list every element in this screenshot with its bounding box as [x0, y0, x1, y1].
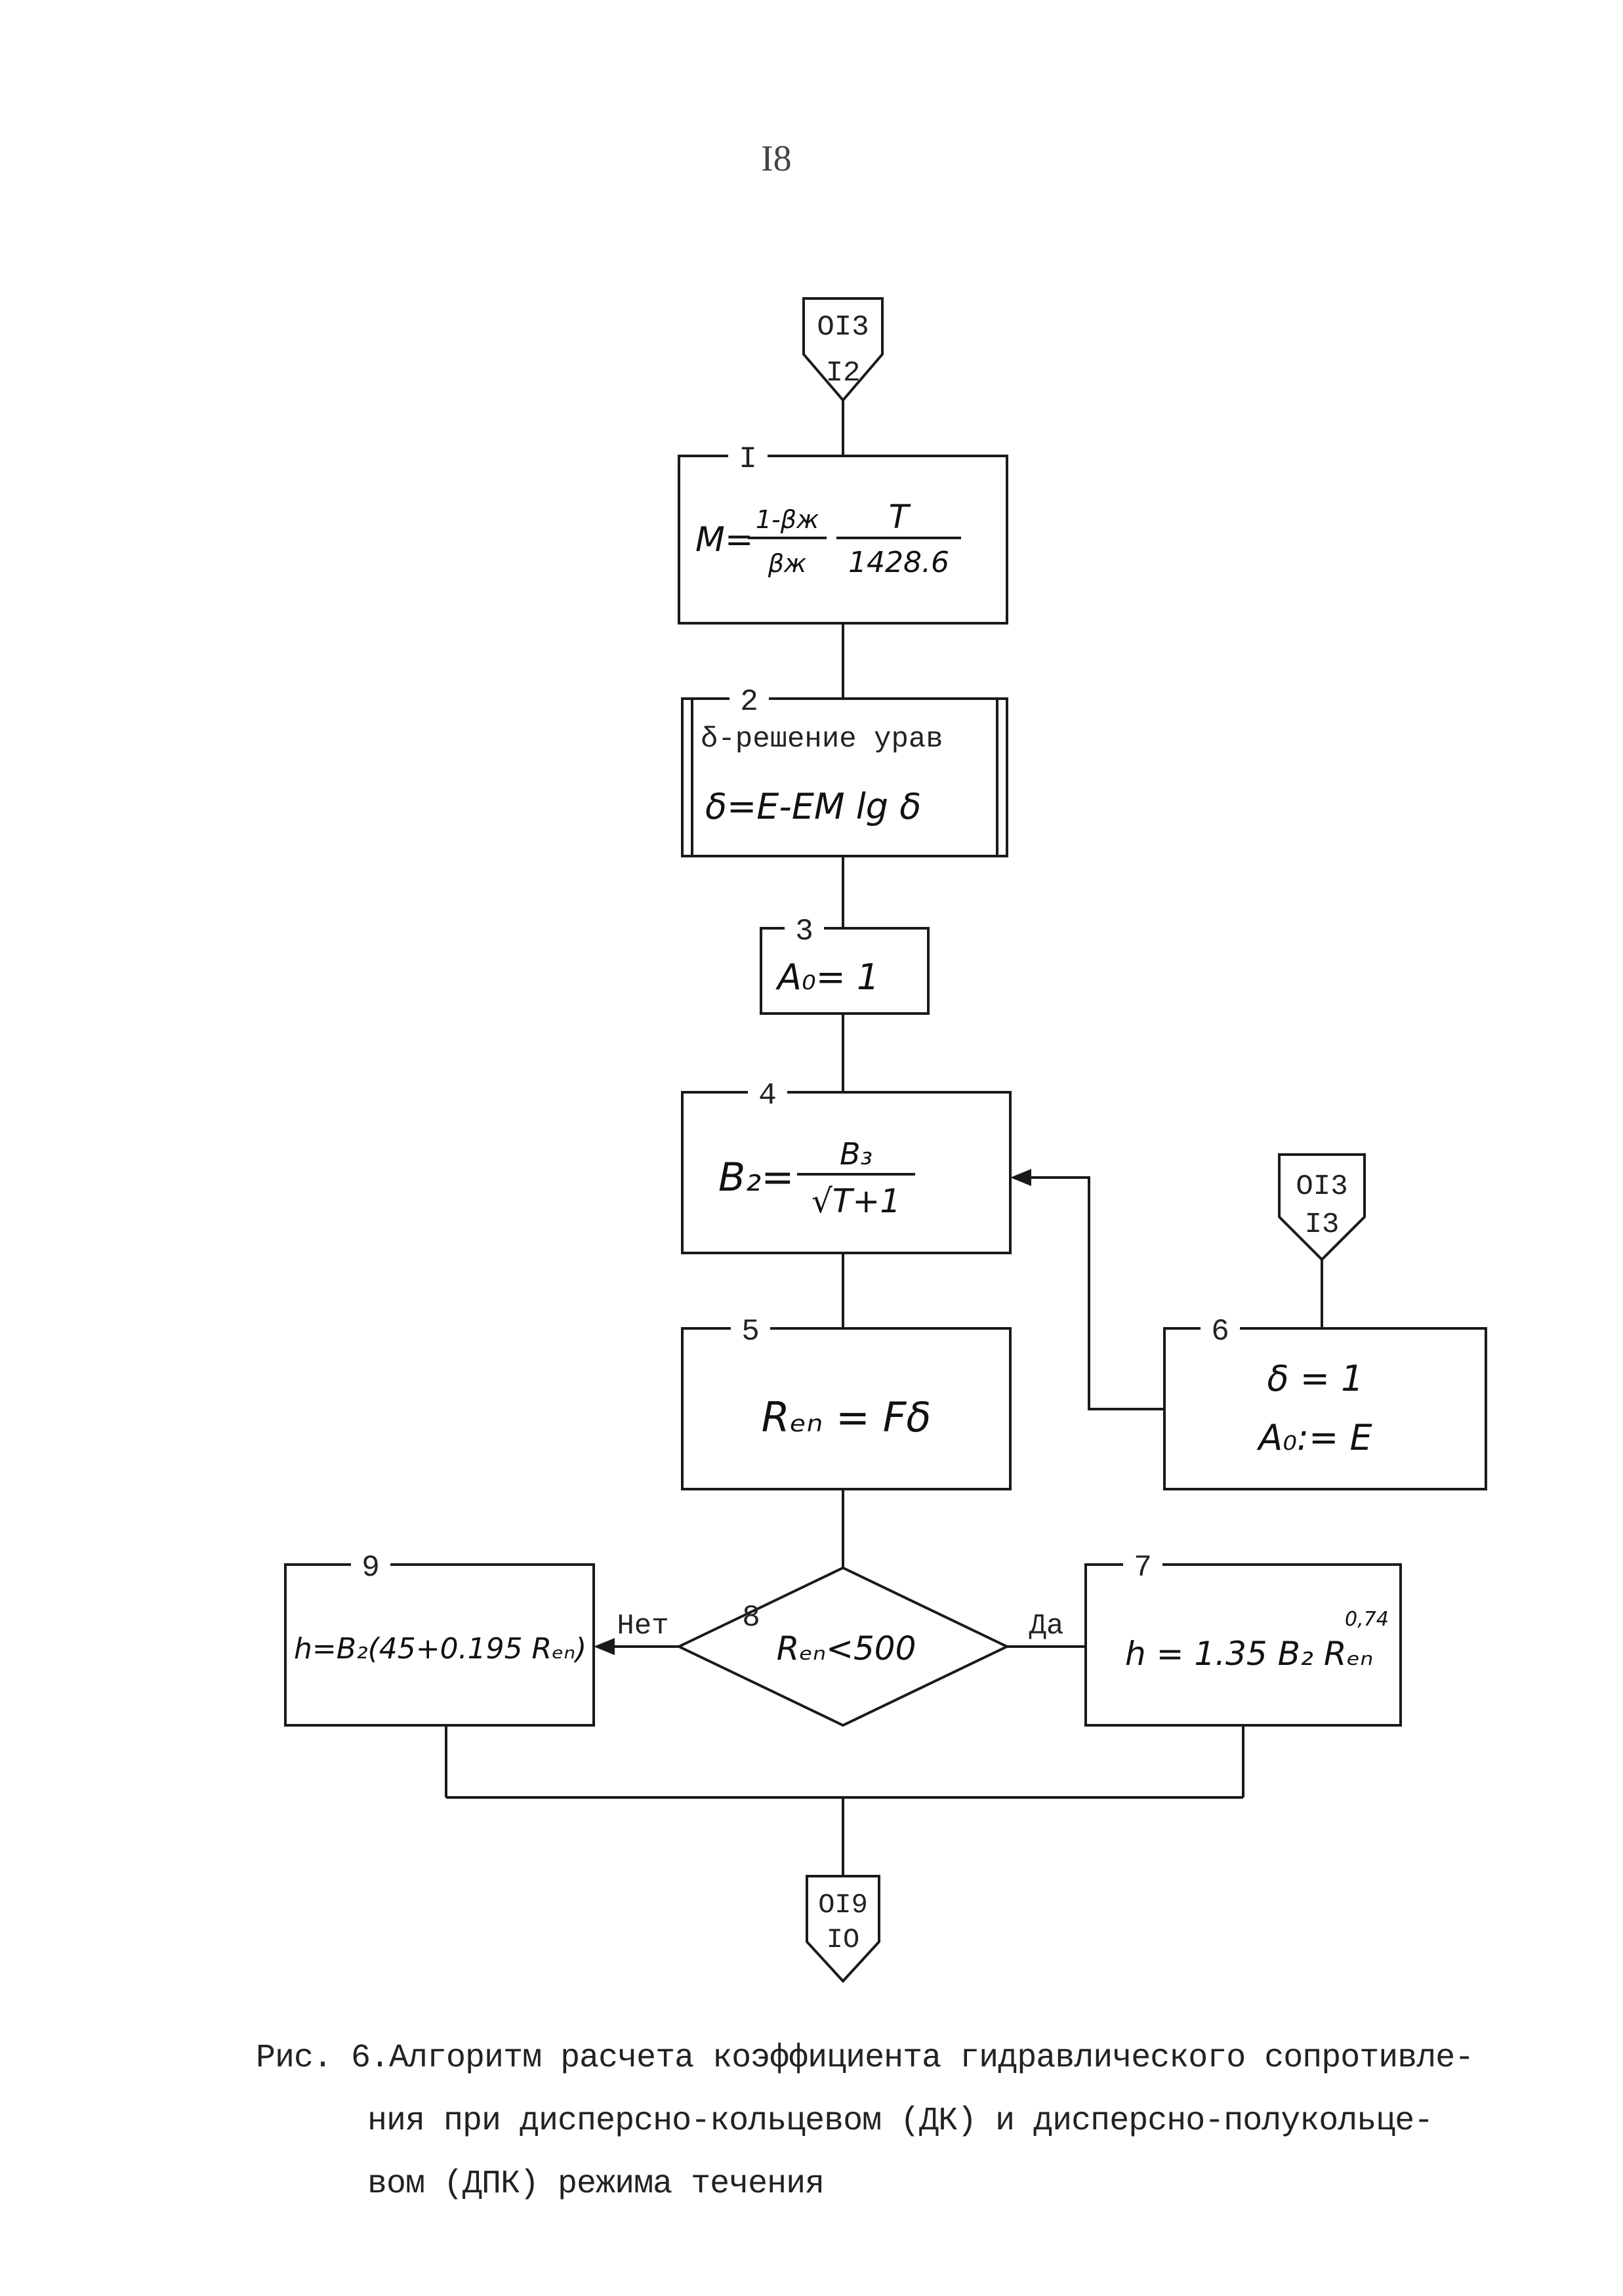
block-1: I M= 1-βж βж T 1428.6: [678, 440, 1008, 625]
block-4-lhs: B₂=: [718, 1155, 794, 1200]
decision-8-number: 8: [742, 1601, 760, 1635]
block-5: 5 Rₑₙ = Fδ: [681, 1312, 1012, 1490]
block-6: 6 δ = 1 A₀:= E: [1163, 1312, 1487, 1490]
caption-line-2: ния при дисперсно-кольцевом (ДК) и диспе…: [367, 2102, 1433, 2140]
block-2: 2 δ-решение урав δ=E-EM lg δ: [681, 682, 1008, 857]
block-7-number: 7: [1134, 1551, 1152, 1585]
connector-bottom-line1: OI9: [818, 1889, 868, 1921]
block-6-number: 6: [1211, 1315, 1229, 1349]
decision-8-text: Rₑₙ<500: [777, 1630, 916, 1668]
branch-no-label: Нет: [617, 1610, 668, 1643]
connector-right-line2: I3: [1305, 1208, 1340, 1241]
block-7-exponent: 0,74: [1345, 1608, 1389, 1631]
block-7: 7 h = 1.35 B₂ Rₑₙ 0,74: [1084, 1548, 1402, 1727]
block-2-line1: δ-решение урав: [701, 723, 943, 756]
block-1-frac1-den: βж: [768, 549, 806, 578]
page-number: I8: [761, 138, 792, 179]
decision-8: 8 Rₑₙ<500: [676, 1566, 1010, 1727]
block-4: 4 B₂= B₃ √T+1: [681, 1076, 1012, 1254]
block-4-frac-den: √T+1: [812, 1182, 901, 1220]
branch-yes-label: Да: [1029, 1610, 1064, 1643]
connector-bottom-line2: IO: [827, 1924, 859, 1956]
block-2-number: 2: [740, 685, 758, 719]
block-1-frac2-den: 1428.6: [848, 546, 949, 579]
caption-line-1: Рис. 6.Алгоритм расчета коэффициента гид…: [256, 2040, 1474, 2077]
block-9: 9 h=B₂(45+0.195 Rₑₙ): [284, 1548, 595, 1727]
connector-bottom: OI9 IO: [806, 1875, 880, 1983]
block-3-text: A₀= 1: [775, 956, 879, 998]
block-1-frac1-num: 1-βж: [756, 505, 819, 534]
block-9-number: 9: [361, 1551, 380, 1585]
connector-top-line1: OI3: [817, 311, 869, 344]
connector-top-line2: I2: [826, 357, 861, 390]
connector-right: OI3 I3: [1278, 1153, 1366, 1261]
block-6-line1: δ = 1: [1267, 1358, 1364, 1399]
block-9-text: h=B₂(45+0.195 Rₑₙ): [294, 1632, 586, 1666]
block-3-number: 3: [795, 914, 813, 949]
connector-top: OI3 I2: [802, 297, 884, 403]
block-1-lhs: M=: [695, 520, 753, 560]
block-4-frac-num: B₃: [840, 1136, 873, 1172]
caption-line-3: вом (ДПК) режима течения: [367, 2165, 825, 2203]
block-3: 3 A₀= 1: [760, 912, 930, 1015]
connector-right-line1: OI3: [1296, 1170, 1347, 1203]
block-2-line2: δ=E-EM lg δ: [705, 786, 921, 827]
block-4-number: 4: [758, 1078, 777, 1113]
figure-caption: Рис. 6.Алгоритм расчета коэффициента гид…: [256, 2027, 1555, 2216]
block-7-text: h = 1.35 B₂ Rₑₙ: [1125, 1635, 1373, 1673]
block-5-text: Rₑₙ = Fδ: [762, 1393, 932, 1441]
block-5-number: 5: [741, 1315, 760, 1349]
block-1-number: I: [739, 442, 757, 476]
block-1-frac2-num: T: [889, 498, 911, 536]
block-6-line2: A₀:= E: [1256, 1417, 1372, 1458]
